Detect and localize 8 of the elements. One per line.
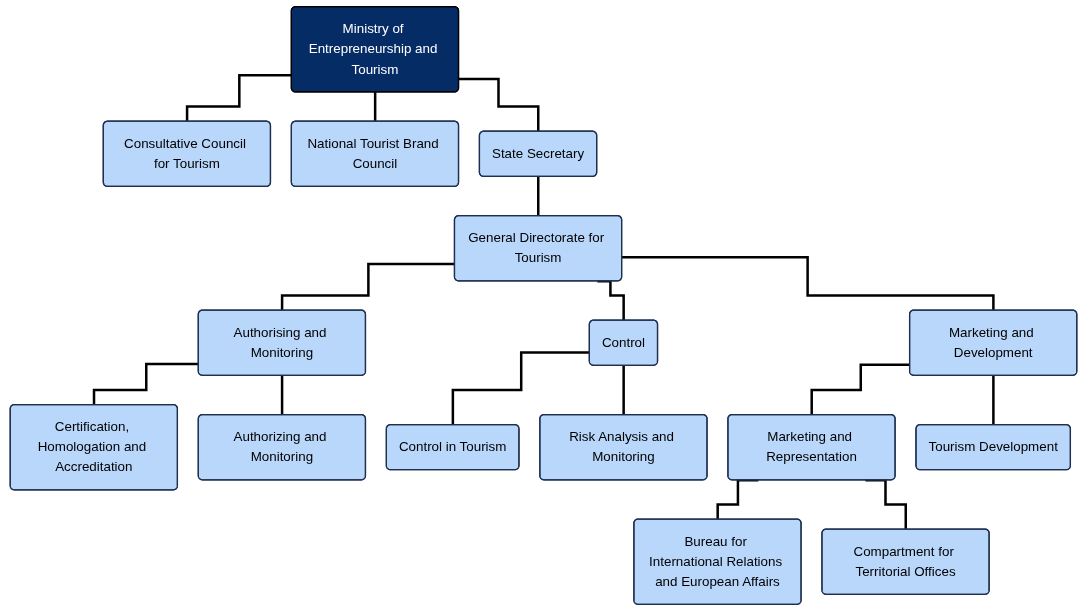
connector — [597, 280, 626, 322]
connector — [280, 262, 455, 312]
connector — [865, 478, 908, 531]
connector — [716, 478, 759, 521]
connector — [458, 77, 540, 133]
connector — [373, 91, 377, 123]
connector — [622, 256, 995, 312]
connector — [185, 73, 292, 123]
